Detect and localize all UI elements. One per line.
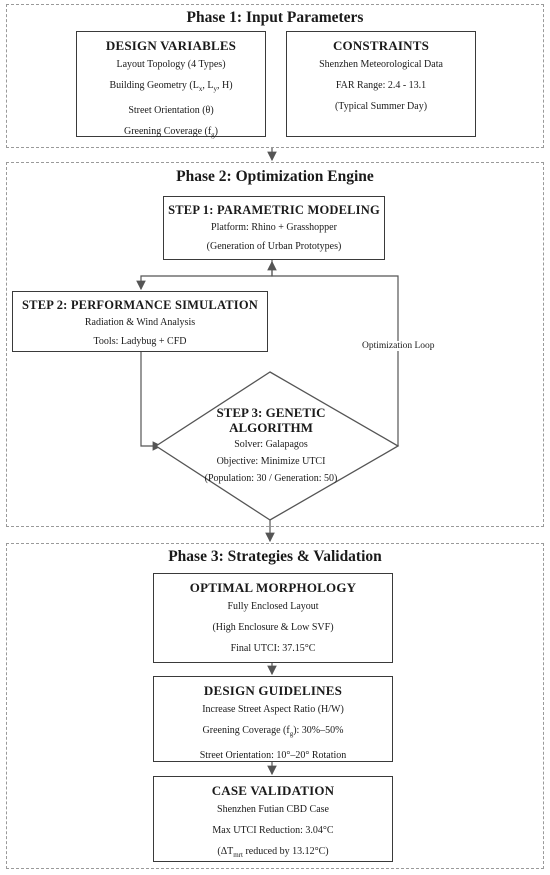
step3-title: STEP 3: GENETIC <box>216 405 326 420</box>
phase1-container: Phase 1: Input Parameters <box>6 4 544 148</box>
arrow-step1-to-step2 <box>136 260 273 291</box>
phase3-container: Phase 3: Strategies & Validation <box>6 543 544 869</box>
case-validation-title: CASE VALIDATION <box>211 783 335 798</box>
step2-title: STEP 2: PERFORMANCE SIMULATION <box>22 298 258 312</box>
step2-box: STEP 2: PERFORMANCE SIMULATION Radiation… <box>12 291 268 352</box>
validation-line: Shenzhen Futian CBD Case <box>217 804 329 815</box>
constraint-line: (Typical Summer Day) <box>334 101 428 112</box>
validation-line: (ΔTmrt reduced by 13.12°C) <box>217 846 329 859</box>
phase3-title: Phase 3: Strategies & Validation <box>168 548 382 565</box>
step1-title: STEP 1: PARAMETRIC MODELING <box>168 203 380 217</box>
design-variable-line: Layout Topology (4 Types) <box>116 59 226 70</box>
guideline-line: Greening Coverage (fg): 30%–50% <box>202 725 344 738</box>
step3-line: Solver: Galapagos <box>234 439 308 450</box>
optimization-loop-arrow <box>267 260 399 446</box>
constraints-title: CONSTRAINTS <box>332 38 430 53</box>
constraint-line: FAR Range: 2.4 - 13.1 <box>335 80 427 91</box>
step2-line: Radiation & Wind Analysis <box>84 317 196 328</box>
step1-line: (Generation of Urban Prototypes) <box>206 241 342 252</box>
step1-line: Platform: Rhino + Grasshopper <box>211 222 337 233</box>
arrow-step2-to-step3 <box>140 352 163 451</box>
guideline-line: Increase Street Aspect Ratio (H/W) <box>202 704 344 715</box>
design-guidelines-box: DESIGN GUIDELINES Increase Street Aspect… <box>153 676 393 762</box>
optimal-line: (High Enclosure & Low SVF) <box>212 622 334 633</box>
design-variable-line: Greening Coverage (fg) <box>123 126 219 139</box>
design-variables-title: DESIGN VARIABLES <box>105 38 237 53</box>
step3-title-2: ALGORITHM <box>229 420 313 435</box>
constraints-box: CONSTRAINTS Shenzhen Meteorological Data… <box>286 31 476 137</box>
optimal-line: Fully Enclosed Layout <box>227 601 319 612</box>
case-validation-box: CASE VALIDATION Shenzhen Futian CBD Case… <box>153 776 393 862</box>
phase2-container: Phase 2: Optimization Engine <box>6 162 544 527</box>
design-guidelines-title: DESIGN GUIDELINES <box>203 683 343 698</box>
phase2-title: Phase 2: Optimization Engine <box>176 168 374 185</box>
step1-box: STEP 1: PARAMETRIC MODELING Platform: Rh… <box>163 196 385 260</box>
optimization-loop-label: Optimization Loop <box>360 341 437 351</box>
phase1-title: Phase 1: Input Parameters <box>186 9 364 26</box>
optimal-line: Final UTCI: 37.15°C <box>230 643 316 654</box>
design-variables-box: DESIGN VARIABLES Layout Topology (4 Type… <box>76 31 266 139</box>
design-variable-line: Building Geometry (Lx, Ly, H) <box>109 80 233 93</box>
guideline-line: Street Orientation: 10°–20° Rotation <box>199 750 347 761</box>
step3-line: (Population: 30 / Generation: 50) <box>204 473 338 484</box>
optimal-morphology-title: OPTIMAL MORPHOLOGY <box>189 580 357 595</box>
step2-line: Tools: Ladybug + CFD <box>93 336 187 347</box>
step3-line: Objective: Minimize UTCI <box>216 456 326 467</box>
design-variable-line: Street Orientation (θ) <box>128 105 214 116</box>
validation-line: Max UTCI Reduction: 3.04°C <box>212 825 334 836</box>
constraint-line: Shenzhen Meteorological Data <box>319 59 443 70</box>
optimal-morphology-box: OPTIMAL MORPHOLOGY Fully Enclosed Layout… <box>153 573 393 663</box>
step3-text: STEP 3: GENETIC ALGORITHM Solver: Galapa… <box>176 405 366 487</box>
